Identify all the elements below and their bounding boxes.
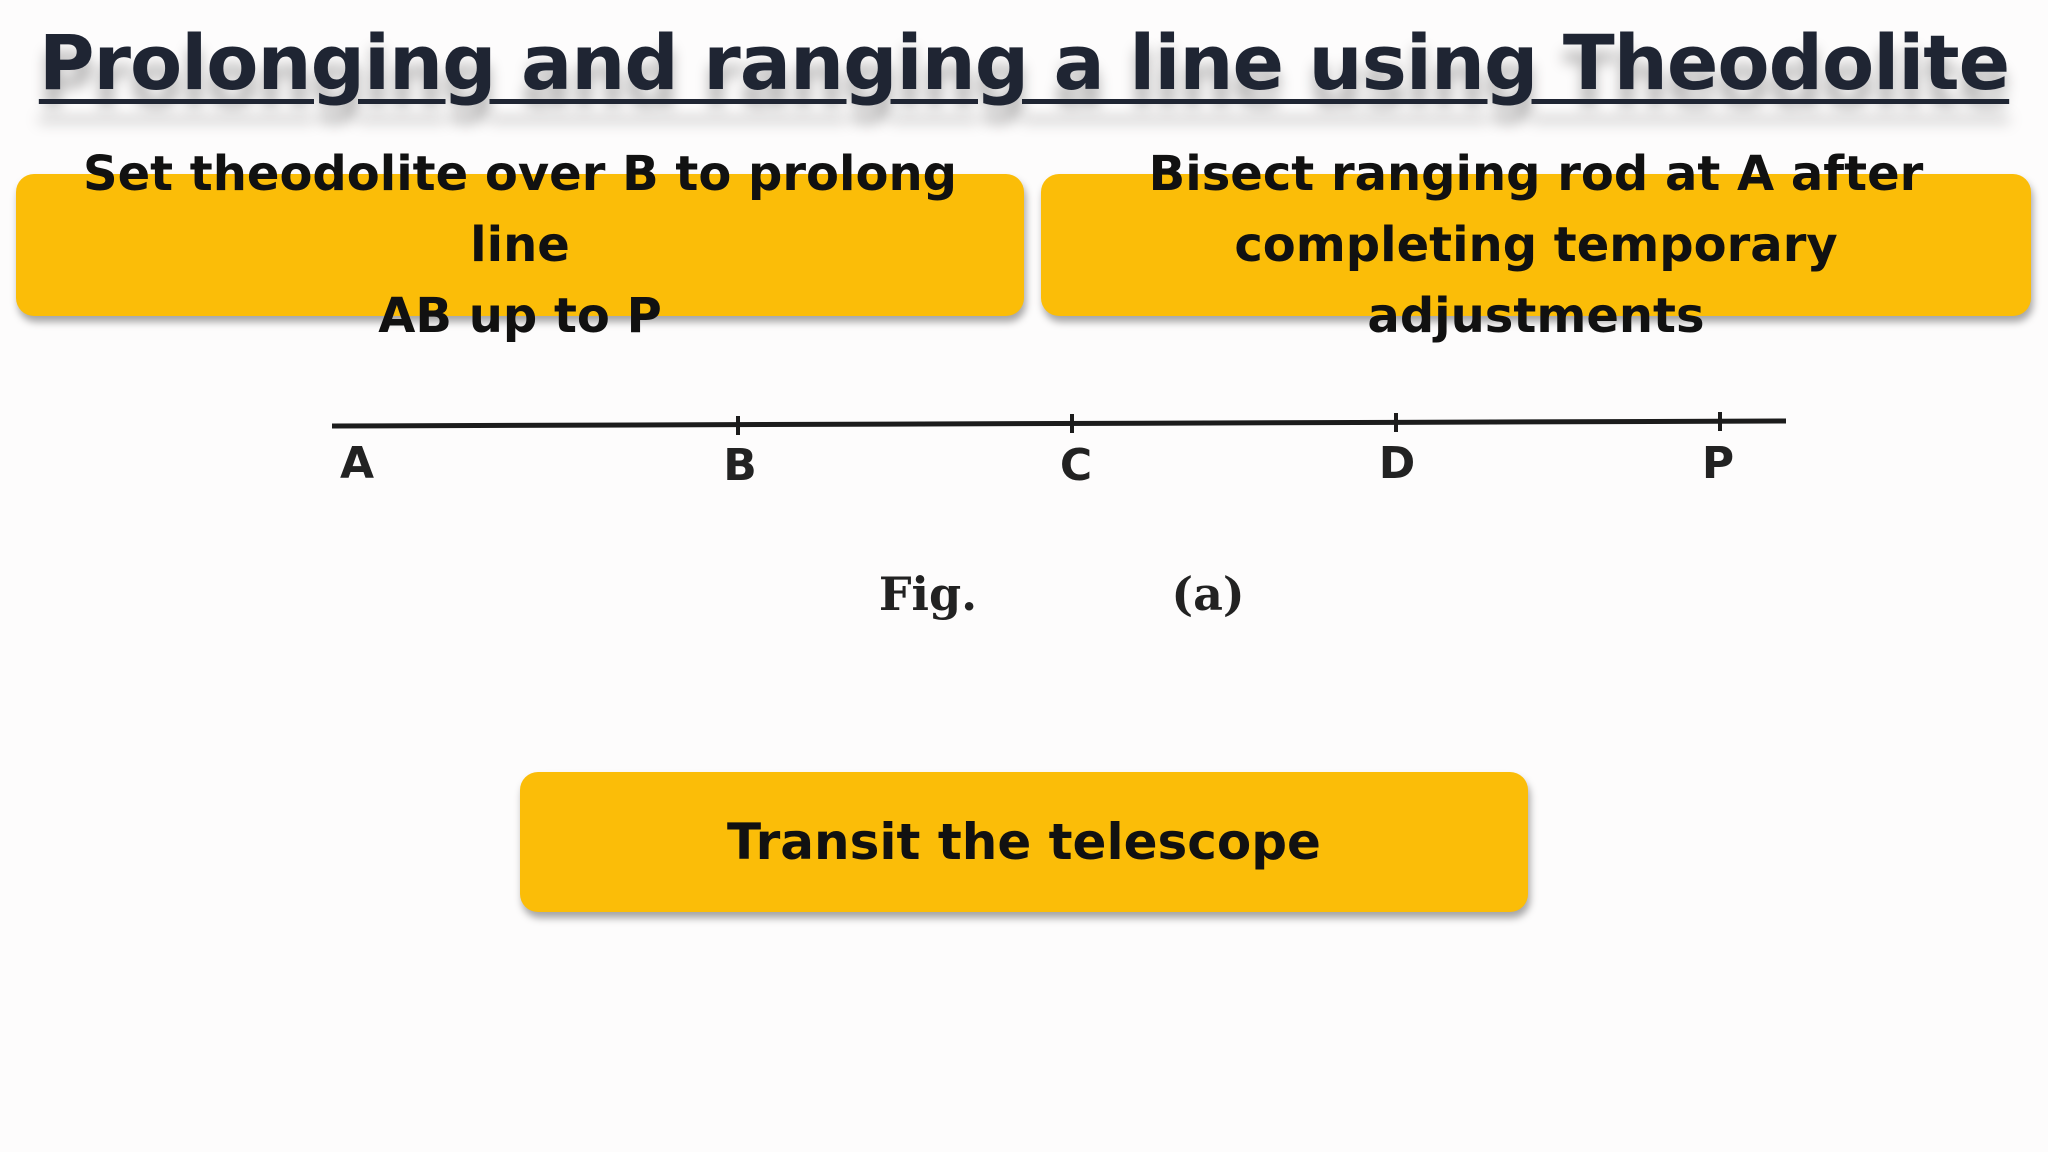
point-label-d: D: [1379, 438, 1416, 489]
step-box-set-theodolite: Set theodolite over B to prolong line AB…: [16, 146, 1024, 344]
point-label-b: B: [723, 440, 757, 491]
point-label-a: A: [340, 438, 374, 489]
step-box-transit-telescope: Transit the telescope: [520, 772, 1528, 912]
step-box-bisect-rod: Bisect ranging rod at A after completing…: [1041, 146, 2031, 344]
step-2-line-1: Bisect ranging rod at A after: [1148, 145, 1924, 202]
step-1-line-1: Set theodolite over B to prolong line: [83, 145, 957, 273]
figure-caption-fig: Fig.: [879, 567, 977, 621]
line-diagram-svg: A B C D P Fig. (a): [331, 412, 1787, 621]
step-1-line-2: AB up to P: [378, 287, 662, 344]
point-label-p: P: [1702, 438, 1734, 489]
slide-title-text: Prolonging and ranging a line using Theo…: [38, 18, 2010, 107]
step-2-line-2: completing temporary adjustments: [1234, 216, 1838, 344]
slide-title: Prolonging and ranging a line using Theo…: [0, 18, 2048, 107]
point-label-c: C: [1060, 440, 1092, 491]
line-diagram: A B C D P Fig. (a): [300, 390, 1820, 690]
step-3-text: Transit the telescope: [727, 813, 1321, 871]
figure-caption-label: (a): [1171, 567, 1244, 621]
survey-line: [331, 418, 1787, 429]
